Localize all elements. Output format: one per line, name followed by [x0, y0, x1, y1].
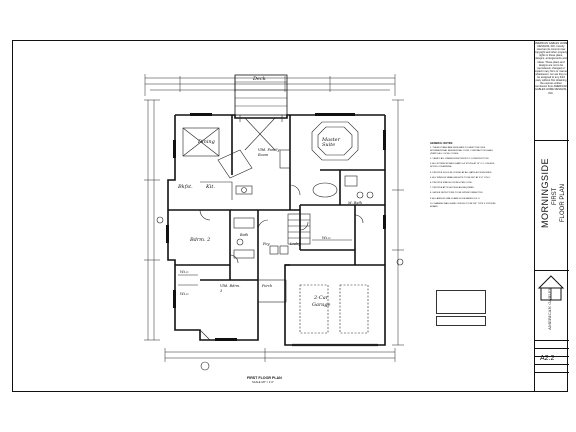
- project-name: MORNINGSIDE: [540, 157, 550, 228]
- room-lndry: Lndry.: [290, 242, 302, 246]
- room-kit: Kit.: [206, 184, 215, 190]
- room-wic: W.i.c.: [322, 236, 332, 240]
- legend-box: [436, 290, 486, 314]
- note-item: 9. ALL ANGLED WALLS ARE 45 DEGREES U.N.O…: [430, 197, 481, 200]
- tb-divider: [535, 364, 569, 365]
- note-item: 10. GARAGE WALLS AND CEILING TO BE 5/8" …: [430, 202, 496, 208]
- tb-divider: [535, 356, 569, 357]
- room-dining: Dining: [198, 139, 215, 145]
- note-item: 2. VERIFY ALL DIMENSIONS PRIOR TO CONSTR…: [430, 158, 489, 161]
- note-item: 4. PROVIDE SOLID BLOCKING AT ALL BATH AC…: [430, 171, 492, 174]
- company-logo: AMERICAN GABLES: [537, 272, 565, 332]
- notes-heading: GENERAL NOTES:: [430, 142, 454, 145]
- room-garage-line2: Garage: [312, 302, 331, 308]
- room-bath: Bath: [240, 233, 249, 237]
- room-porch: Porch: [262, 284, 273, 288]
- logo-text: AMERICAN GABLES: [547, 287, 552, 330]
- room-foy: Foy.: [263, 242, 270, 246]
- note-item: 3. ALL EXTERIOR WALLS ARE 2x4 STUDS AT 1…: [430, 163, 495, 169]
- room-wic2: W.i.c.: [180, 270, 190, 274]
- note-item: 5. ALL WINDOW HEAD HEIGHTS TO BE SET AT …: [430, 176, 491, 179]
- plan-scale: SCALE 1/8" = 1'-0": [252, 381, 274, 384]
- room-mbath: M. Bath: [348, 201, 363, 205]
- room-garage-line1: 2-Car: [314, 295, 329, 301]
- room-wic3: W.i.c.: [180, 292, 190, 296]
- copyright-notice: AMERICAN GABLES HOME DESIGNS, INC. hereb…: [534, 42, 568, 95]
- title-block: [534, 40, 569, 392]
- drawing-sheet: [12, 40, 568, 392]
- room-deck: Deck: [253, 76, 266, 82]
- sheet-number: A2.2: [540, 355, 555, 362]
- note-item: 7. PROVIDE ATTIC ACCESS AS REQUIRED.: [430, 187, 475, 190]
- tb-divider: [535, 140, 569, 141]
- tb-divider: [535, 270, 569, 271]
- room-bdrm2: Bdrm. 2: [190, 237, 211, 243]
- note-item: 8. SMOKE DETECTORS TO BE INTERCONNECTED.: [430, 192, 484, 195]
- room-master: Master Suite: [322, 137, 341, 148]
- area-box: [436, 316, 486, 326]
- tb-divider: [535, 340, 569, 341]
- note-item: 6. PROVIDE FIRE BLOCKING PER CODE.: [430, 181, 473, 184]
- room-bdrm3: Vltd. Bdrm. 3: [220, 284, 241, 293]
- room-bkfst: Bkfst.: [178, 184, 193, 190]
- plan-title: FIRST FLOOR PLAN: [247, 376, 282, 380]
- note-item: 1. THESE PLANS ARE DESIGNED TO MEET THE …: [430, 147, 494, 155]
- tb-divider: [535, 348, 569, 349]
- sheet-title-line1: FIRST: [552, 187, 558, 205]
- room-family: Vltd. Family Room: [258, 148, 280, 157]
- sheet-title-line2: FLOOR PLAN: [560, 183, 566, 222]
- general-notes: GENERAL NOTES: 1. THESE PLANS ARE DESIGN…: [430, 142, 500, 211]
- tb-divider: [535, 372, 569, 373]
